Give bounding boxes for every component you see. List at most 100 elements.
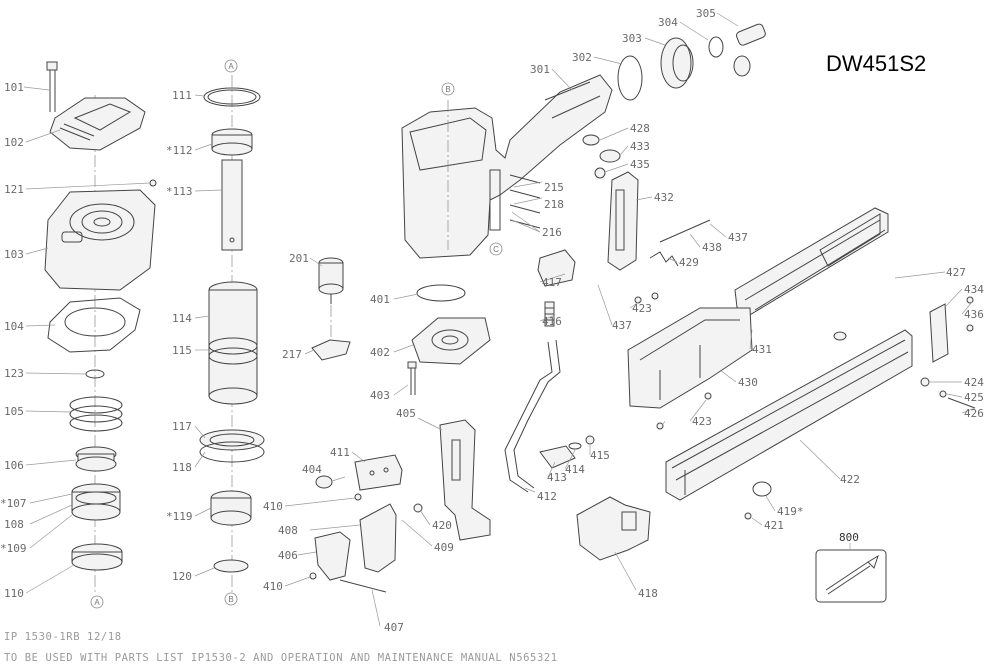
callout-304: 304 (658, 16, 678, 29)
part-106-valve (75, 446, 117, 472)
part-406-trigger (314, 531, 351, 581)
callout-414: 414 (565, 463, 585, 476)
callout-420: 420 (432, 519, 452, 532)
model-title: DW451S2 (826, 51, 926, 76)
part-303-end-cap (660, 37, 694, 89)
ref-bubble-b-bottom: B (224, 592, 238, 606)
callout-115: 115 (172, 344, 192, 357)
callout-102: 102 (4, 136, 24, 149)
part-403-screw (407, 361, 417, 395)
callout-111: 111 (172, 89, 192, 102)
part-405-driver-guide (439, 419, 491, 541)
callout-303: 303 (622, 32, 642, 45)
callout-417: 417 (542, 276, 562, 289)
part-104-gasket (47, 297, 141, 353)
footer-line-1: IP 1530-1RB 12/18 (4, 631, 122, 643)
part-103-cylinder-cap (44, 189, 156, 291)
part-415-screw (585, 435, 595, 445)
callout-435: 435 (630, 158, 650, 171)
part-414-washer (568, 442, 582, 450)
callout-401: 401 (370, 293, 390, 306)
part-412-contact-trip (504, 339, 561, 493)
part-436-screw (966, 296, 974, 304)
callout-424: 424 (964, 376, 984, 389)
callout-107: *107 (0, 497, 27, 510)
callout-409: 409 (434, 541, 454, 554)
part-413-spring (539, 445, 576, 469)
part-119-bumper (210, 490, 252, 526)
callout-106: 106 (4, 459, 24, 472)
callout-101: 101 (4, 81, 24, 94)
callout-438: 438 (702, 241, 722, 254)
callout-412: 412 (537, 490, 557, 503)
callout-217: 217 (282, 348, 302, 361)
part-302-seal (617, 55, 643, 101)
part-112-bumper (211, 128, 253, 156)
callout-427: 427 (946, 266, 966, 279)
part-410-screw-b (309, 572, 317, 580)
callout-105: 105 (4, 405, 24, 418)
part-419-ring (752, 481, 772, 497)
part-428-bushing (582, 134, 600, 146)
part-429-spring (649, 251, 679, 267)
callout-430: 430 (738, 376, 758, 389)
ref-bubble-b-top: B (441, 82, 455, 96)
part-304-washer (708, 36, 724, 58)
ref-bubble-c-side: C (489, 242, 503, 256)
callout-419: 419* (777, 505, 804, 518)
callout-800: 800 (839, 531, 859, 544)
callout-103: 103 (4, 248, 24, 261)
part-118-ring (199, 429, 265, 463)
part-408-contact-arm (359, 503, 397, 573)
callout-114: 114 (172, 312, 192, 325)
callout-305: 305 (696, 7, 716, 20)
callout-437-a: 437 (728, 231, 748, 244)
callout-416: 416 (542, 315, 562, 328)
column-cap-assembly (44, 61, 157, 595)
part-433-nut (599, 149, 621, 163)
callout-120: 120 (172, 570, 192, 583)
part-217-clip (311, 305, 351, 361)
callout-408: 408 (278, 524, 298, 537)
callout-113: *113 (166, 185, 193, 198)
part-105-spring (69, 396, 123, 432)
callout-415: 415 (590, 449, 610, 462)
callout-421: 421 (764, 519, 784, 532)
callout-201: 201 (289, 252, 309, 265)
callout-423-a: 423 (632, 302, 652, 315)
part-301-housing (401, 74, 613, 259)
part-108-head-valve (71, 483, 121, 521)
part-426-pin (947, 397, 976, 409)
part-800-inset (815, 543, 887, 603)
callout-218: 218 (544, 198, 564, 211)
ref-bubble-a-top: A (224, 59, 238, 73)
callout-110: 110 (4, 587, 24, 600)
part-411-block (354, 454, 403, 491)
callout-437-b: 437 (612, 319, 632, 332)
part-410-screw-a (354, 493, 362, 501)
callout-109: *109 (0, 542, 27, 555)
svg-text:A: A (94, 598, 100, 607)
part-305-air-fitting (733, 23, 766, 77)
part-430-magazine-housing (627, 307, 753, 409)
part-425-washer (939, 390, 947, 398)
part-435-knob (594, 167, 606, 179)
part-404-bushing (315, 475, 333, 489)
part-121-pin (149, 179, 157, 187)
callout-121: 121 (4, 183, 24, 196)
part-431-magazine-rail (734, 207, 889, 317)
part-110-ring (71, 543, 123, 571)
callout-301: 301 (530, 63, 550, 76)
callout-406: 406 (278, 549, 298, 562)
callout-labels: 101 102 121 103 104 123 105 106 *107 108… (0, 7, 984, 634)
part-424-screw (920, 377, 930, 387)
callout-410-a: 410 (263, 500, 283, 513)
part-418-nose-piece (576, 496, 651, 561)
leader-lines (23, 12, 976, 627)
callout-117: 117 (172, 420, 192, 433)
callout-403: 403 (370, 389, 390, 402)
part-201-trigger-valve (318, 257, 344, 304)
callout-215: 215 (544, 181, 564, 194)
callout-436: 436 (964, 308, 984, 321)
ref-bubble-a-bottom: A (90, 595, 104, 609)
